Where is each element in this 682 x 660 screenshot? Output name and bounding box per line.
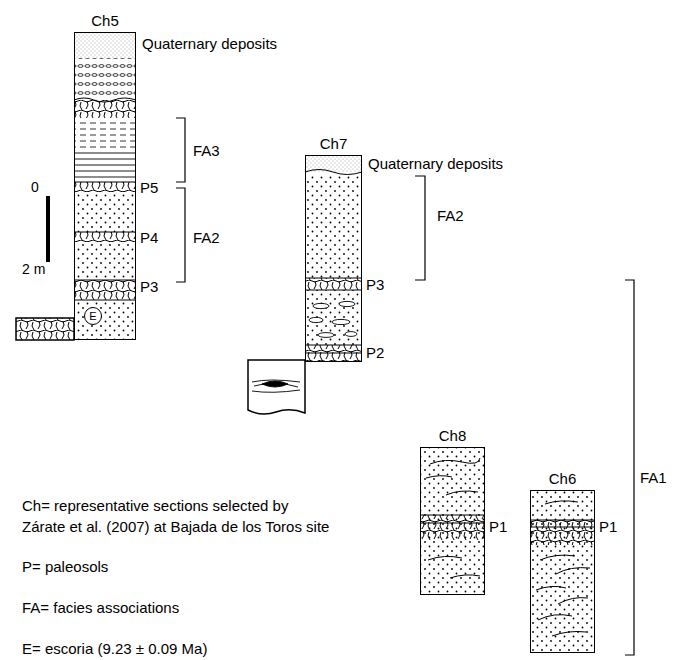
cross-bed bbox=[536, 586, 566, 590]
wavy-contact bbox=[305, 170, 362, 175]
layer-boundary bbox=[530, 527, 595, 528]
cross-bed bbox=[540, 555, 575, 560]
layer-boundary bbox=[420, 515, 485, 516]
legend-note: FA= facies associations bbox=[22, 600, 179, 617]
section-heading: Ch7 bbox=[320, 136, 348, 153]
lens bbox=[309, 317, 323, 322]
paleosol-layer bbox=[305, 278, 362, 290]
cross-bed bbox=[430, 458, 480, 464]
legend-note: E= escoria (9.23 ± 0.09 Ma) bbox=[22, 641, 207, 658]
paleosol-layer bbox=[74, 232, 136, 242]
scale-label: 2 m bbox=[22, 262, 45, 277]
lens bbox=[318, 333, 334, 338]
paleosol-label: P3 bbox=[366, 277, 384, 294]
layer-boundary bbox=[305, 290, 362, 291]
paleosol-layer bbox=[74, 280, 136, 300]
unit-label: Quaternary deposits bbox=[142, 36, 277, 53]
facies-bracket bbox=[415, 176, 425, 280]
paleosol-layer bbox=[420, 515, 485, 540]
paleosol-label: P1 bbox=[599, 519, 617, 536]
lens bbox=[313, 303, 329, 308]
offset-section-block bbox=[16, 318, 74, 340]
sand-layer bbox=[420, 447, 485, 595]
cross-bed bbox=[428, 556, 462, 560]
cross-bed bbox=[450, 575, 480, 578]
unit-label: Quaternary deposits bbox=[368, 156, 503, 173]
layer-boundary bbox=[305, 345, 362, 346]
cross-bed bbox=[558, 598, 588, 604]
lenses bbox=[309, 301, 357, 337]
cross-bed bbox=[538, 615, 572, 620]
quaternary-sand bbox=[74, 32, 136, 58]
sand-layer bbox=[74, 192, 136, 232]
lens bbox=[345, 332, 357, 337]
paleosol-label: P4 bbox=[140, 230, 158, 247]
facies-bracket bbox=[625, 280, 634, 655]
paleosol-label: P3 bbox=[140, 279, 158, 296]
scale-bar bbox=[46, 196, 50, 262]
facies-bracket bbox=[176, 118, 185, 182]
lens bbox=[332, 319, 350, 324]
layer-boundaries bbox=[74, 182, 136, 300]
layer-boundary bbox=[305, 278, 362, 279]
lenticular-beds bbox=[252, 380, 300, 392]
layer-boundary bbox=[305, 353, 362, 354]
laminated-layer bbox=[74, 118, 136, 150]
layer-boundary bbox=[530, 520, 595, 521]
cross-bed bbox=[426, 476, 452, 478]
paleosol-layer bbox=[530, 520, 595, 545]
cross-bed bbox=[446, 491, 478, 495]
sand-layer bbox=[530, 490, 595, 653]
paleosol-layer bbox=[305, 345, 362, 362]
section-heading: Ch5 bbox=[91, 13, 119, 30]
facies-bracket bbox=[176, 188, 185, 282]
offset-section-block bbox=[248, 360, 305, 414]
cross-bed bbox=[556, 568, 590, 574]
sand-layer bbox=[74, 300, 136, 340]
legend-note: Ch= representative sections selected by bbox=[22, 498, 288, 515]
facies-label: FA3 bbox=[193, 143, 220, 160]
section-column: Ch7 bbox=[305, 155, 362, 362]
scale-label: 0 bbox=[31, 180, 39, 195]
cross-bed bbox=[552, 632, 586, 637]
sand-layer bbox=[74, 242, 136, 280]
paleosol-label: P5 bbox=[140, 180, 158, 197]
lens bbox=[262, 381, 288, 387]
layer-boundary bbox=[74, 300, 136, 301]
laminated-layer bbox=[74, 150, 136, 182]
brackets bbox=[176, 118, 634, 655]
section-heading: Ch8 bbox=[439, 428, 467, 445]
paleosol-layer bbox=[74, 182, 136, 192]
layer-boundary bbox=[74, 182, 136, 183]
paleosol-label: P1 bbox=[489, 519, 507, 536]
sand-layer bbox=[305, 290, 362, 345]
quaternary-gravel bbox=[74, 58, 136, 100]
sand-layer bbox=[305, 174, 362, 278]
section-heading: Ch6 bbox=[549, 471, 577, 488]
lens bbox=[339, 301, 355, 306]
layer-boundary bbox=[420, 523, 485, 524]
paleosol-layer bbox=[74, 100, 136, 118]
section-column: Ch5E bbox=[74, 32, 136, 340]
legend-note: Zárate et al. (2007) at Bajada de los To… bbox=[22, 519, 329, 536]
section-column: Ch6 bbox=[530, 490, 595, 653]
sample-letter: E bbox=[89, 311, 96, 322]
cross-beds bbox=[420, 458, 485, 578]
facies-label: FA2 bbox=[193, 230, 220, 247]
cross-bed bbox=[545, 501, 578, 504]
sample-circle: E bbox=[84, 307, 102, 325]
layer-boundaries bbox=[305, 278, 362, 353]
facies-label: FA2 bbox=[437, 208, 464, 225]
section-column: Ch8 bbox=[420, 447, 485, 595]
legend-note: P= paleosols bbox=[22, 559, 108, 576]
wavy-contact bbox=[74, 98, 136, 102]
paleosol-label: P2 bbox=[366, 345, 384, 362]
cross-beds bbox=[530, 501, 595, 636]
layer-boundary bbox=[74, 280, 136, 281]
bed-line bbox=[252, 390, 300, 392]
layer-boundary bbox=[74, 232, 136, 233]
facies-label: FA1 bbox=[640, 470, 667, 487]
